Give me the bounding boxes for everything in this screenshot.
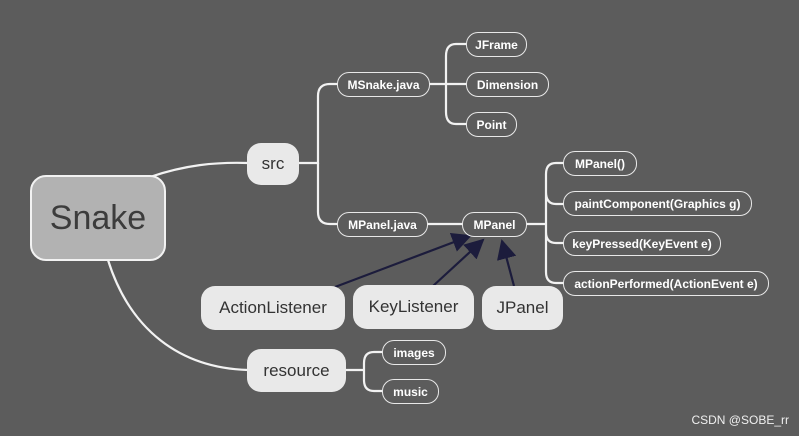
node-keylistener[interactable]: KeyListener: [353, 285, 474, 329]
node-music-label: music: [393, 384, 428, 399]
arrow-jpanel-mpanel: [497, 239, 517, 287]
topic-resource-label: resource: [263, 360, 330, 380]
node-point[interactable]: Point: [466, 112, 517, 137]
node-method-keypressed-label: keyPressed(KeyEvent e): [572, 236, 712, 251]
connector-msnake-children: [428, 42, 468, 126]
node-jpanel[interactable]: JPanel: [482, 286, 563, 330]
node-actionlistener-label: ActionListener: [219, 298, 327, 317]
node-msnake-java-label: MSnake.java: [347, 77, 420, 92]
node-method-constructor[interactable]: MPanel(): [563, 151, 637, 176]
node-point-label: Point: [476, 117, 507, 132]
node-method-paintcomponent[interactable]: paintComponent(Graphics g): [563, 191, 752, 216]
arrow-actionlistener-mpanel: [334, 233, 472, 289]
node-mpanel-java[interactable]: MPanel.java: [337, 212, 428, 237]
node-mpanel-label: MPanel: [473, 217, 516, 232]
topic-src[interactable]: src: [247, 143, 299, 185]
node-method-actionperformed[interactable]: actionPerformed(ActionEvent e): [563, 271, 769, 296]
node-msnake-java[interactable]: MSnake.java: [337, 72, 430, 97]
connector-src-msnake: [296, 82, 340, 165]
node-method-keypressed[interactable]: keyPressed(KeyEvent e): [563, 231, 721, 256]
arrow-keylistener-mpanel: [432, 238, 485, 287]
node-jpanel-label: JPanel: [496, 298, 549, 317]
node-method-paintcomponent-label: paintComponent(Graphics g): [574, 196, 741, 211]
node-method-actionperformed-label: actionPerformed(ActionEvent e): [574, 276, 758, 291]
node-mpanel-java-label: MPanel.java: [348, 217, 417, 232]
node-jframe[interactable]: JFrame: [466, 32, 527, 57]
node-keylistener-label: KeyListener: [368, 297, 459, 316]
node-mpanel[interactable]: MPanel: [462, 212, 527, 237]
node-jframe-label: JFrame: [475, 37, 518, 52]
topic-src-label: src: [261, 154, 285, 173]
node-actionlistener[interactable]: ActionListener: [201, 286, 345, 330]
node-images[interactable]: images: [382, 340, 446, 365]
root-label: Snake: [49, 198, 147, 237]
node-images-label: images: [393, 345, 435, 360]
root-node-snake[interactable]: Snake: [30, 175, 166, 261]
node-dimension-label: Dimension: [476, 77, 539, 92]
node-music[interactable]: music: [382, 379, 439, 404]
connector-mpanel-methods: [525, 161, 565, 285]
watermark-text: CSDN @SOBE_rr: [691, 413, 789, 427]
topic-resource[interactable]: resource: [247, 349, 346, 392]
connector-src-mpanel-java: [316, 161, 340, 226]
connector-root-src: [148, 161, 250, 179]
connector-root-resource: [106, 258, 250, 372]
node-method-constructor-label: MPanel(): [574, 156, 625, 171]
connector-resource-children: [344, 350, 384, 393]
node-dimension[interactable]: Dimension: [466, 72, 549, 97]
